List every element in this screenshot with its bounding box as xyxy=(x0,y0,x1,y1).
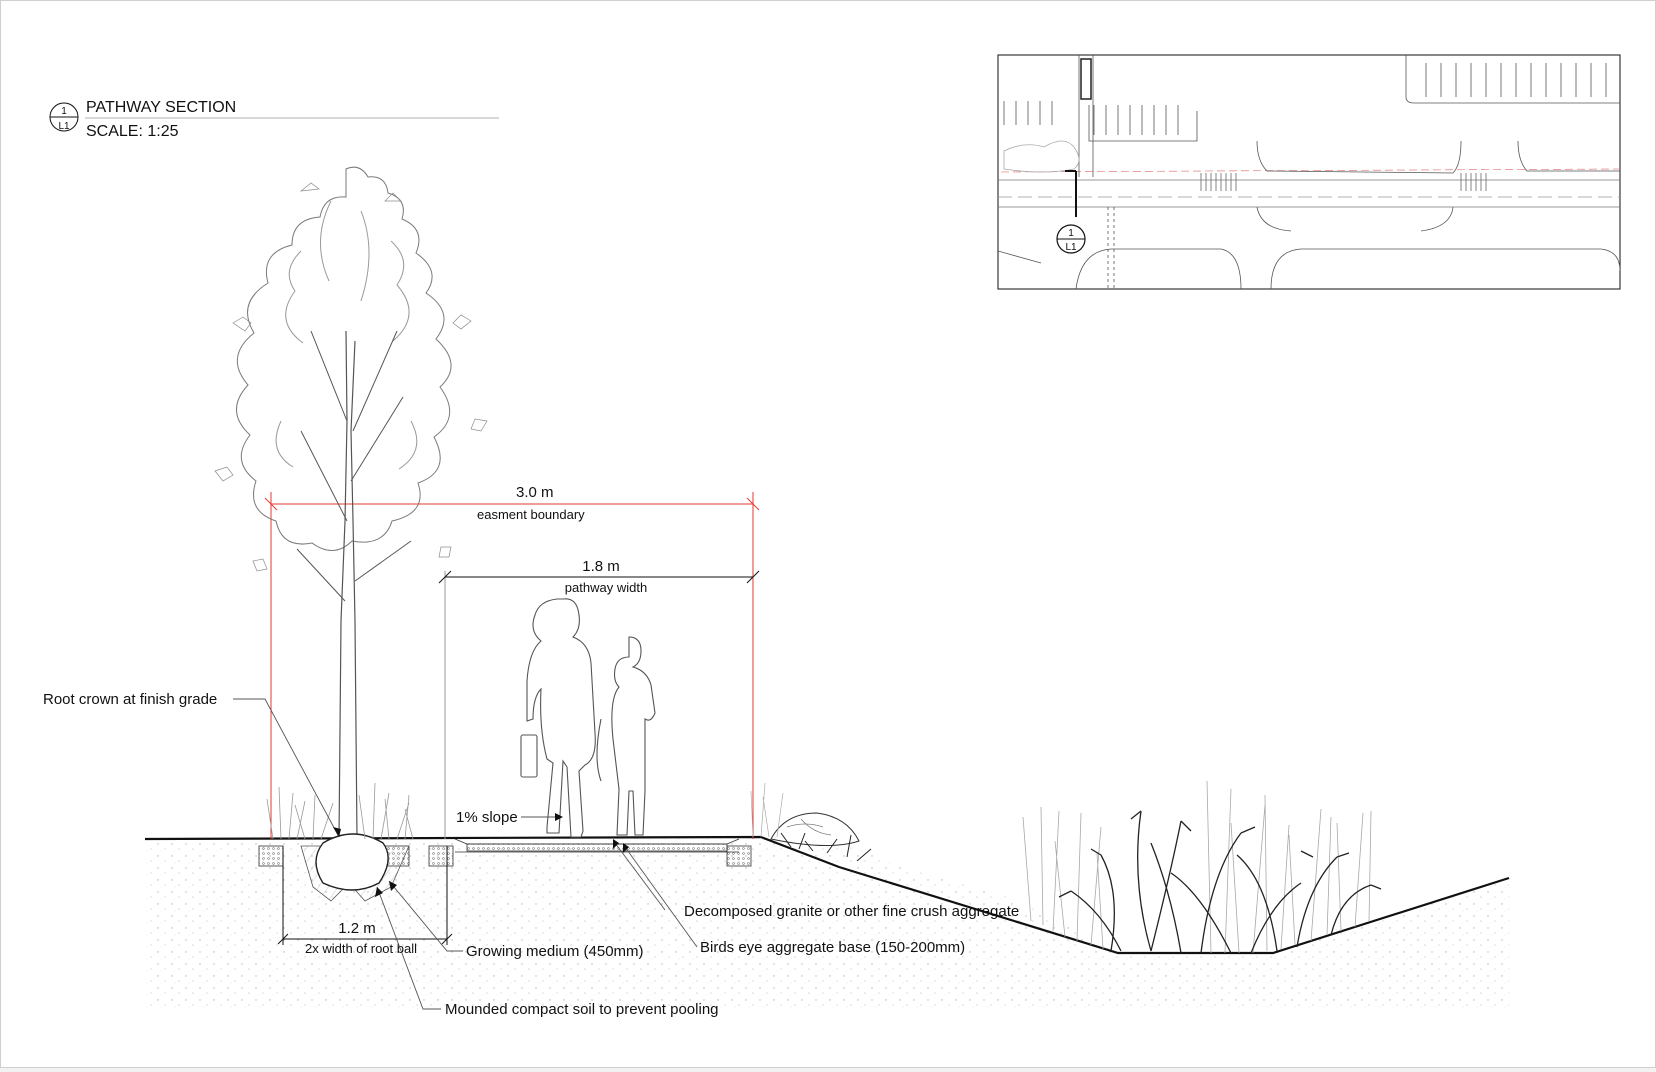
root-ball xyxy=(300,833,410,902)
drawing-title: PATHWAY SECTION xyxy=(86,99,236,116)
section-callout-symbol: 1 L1 xyxy=(49,102,79,132)
pathway-dimension-value: 1.8 m xyxy=(582,558,620,575)
tree-base-grasses xyxy=(266,782,414,840)
slope-label: 1% slope xyxy=(456,809,518,826)
key-plan: 1 L1 xyxy=(997,54,1621,290)
key-plan-parking-left xyxy=(1003,101,1198,142)
aggregate-base-label: Birds eye aggregate base (150-200mm) xyxy=(700,939,965,956)
rootball-dimension-value: 1.2 m xyxy=(338,920,376,937)
pathway-surface xyxy=(454,838,740,853)
easement-dimension-label: easment boundary xyxy=(477,507,585,522)
soil-section xyxy=(144,835,1510,1011)
tree-canopy xyxy=(214,166,488,572)
drawing-scale: SCALE: 1:25 xyxy=(86,123,179,140)
rootball-dimension xyxy=(277,846,453,945)
swale-planting xyxy=(1022,780,1382,954)
rootball-dimension-label: 2x width of root ball xyxy=(305,941,417,956)
pathway-width-dimension xyxy=(438,570,760,839)
key-plan-section-marker: 1 L1 xyxy=(1056,170,1086,254)
pedestrian-silhouettes xyxy=(520,598,656,838)
tree-trunk xyxy=(296,330,412,840)
growing-medium-label: Growing medium (450mm) xyxy=(466,943,644,960)
finish-grade-line xyxy=(144,835,1510,955)
annotation-leaders xyxy=(233,698,698,1010)
decomposed-granite-label: Decomposed granite or other fine crush a… xyxy=(684,903,1019,920)
key-plan-callout-number: 1 xyxy=(1068,228,1074,239)
briefcase xyxy=(520,734,538,778)
key-plan-callout-sheet: L1 xyxy=(1065,242,1077,253)
pathway-dimension-label: pathway width xyxy=(565,580,647,595)
child-silhouette xyxy=(611,636,656,836)
boulder-planting xyxy=(750,782,872,862)
tree-illustration xyxy=(214,166,488,902)
mounded-soil-label: Mounded compact soil to prevent pooling xyxy=(445,1001,719,1018)
easement-dimension-value: 3.0 m xyxy=(516,484,554,501)
title-block: 1 L1 PATHWAY SECTION SCALE: 1:25 xyxy=(49,99,499,140)
adult-silhouette xyxy=(526,598,596,838)
leader-arrowheads xyxy=(333,813,629,897)
callout-sheet: L1 xyxy=(58,121,70,132)
root-crown-label: Root crown at finish grade xyxy=(43,691,217,708)
callout-number: 1 xyxy=(61,106,67,117)
easement-boundary-lines xyxy=(264,492,760,839)
